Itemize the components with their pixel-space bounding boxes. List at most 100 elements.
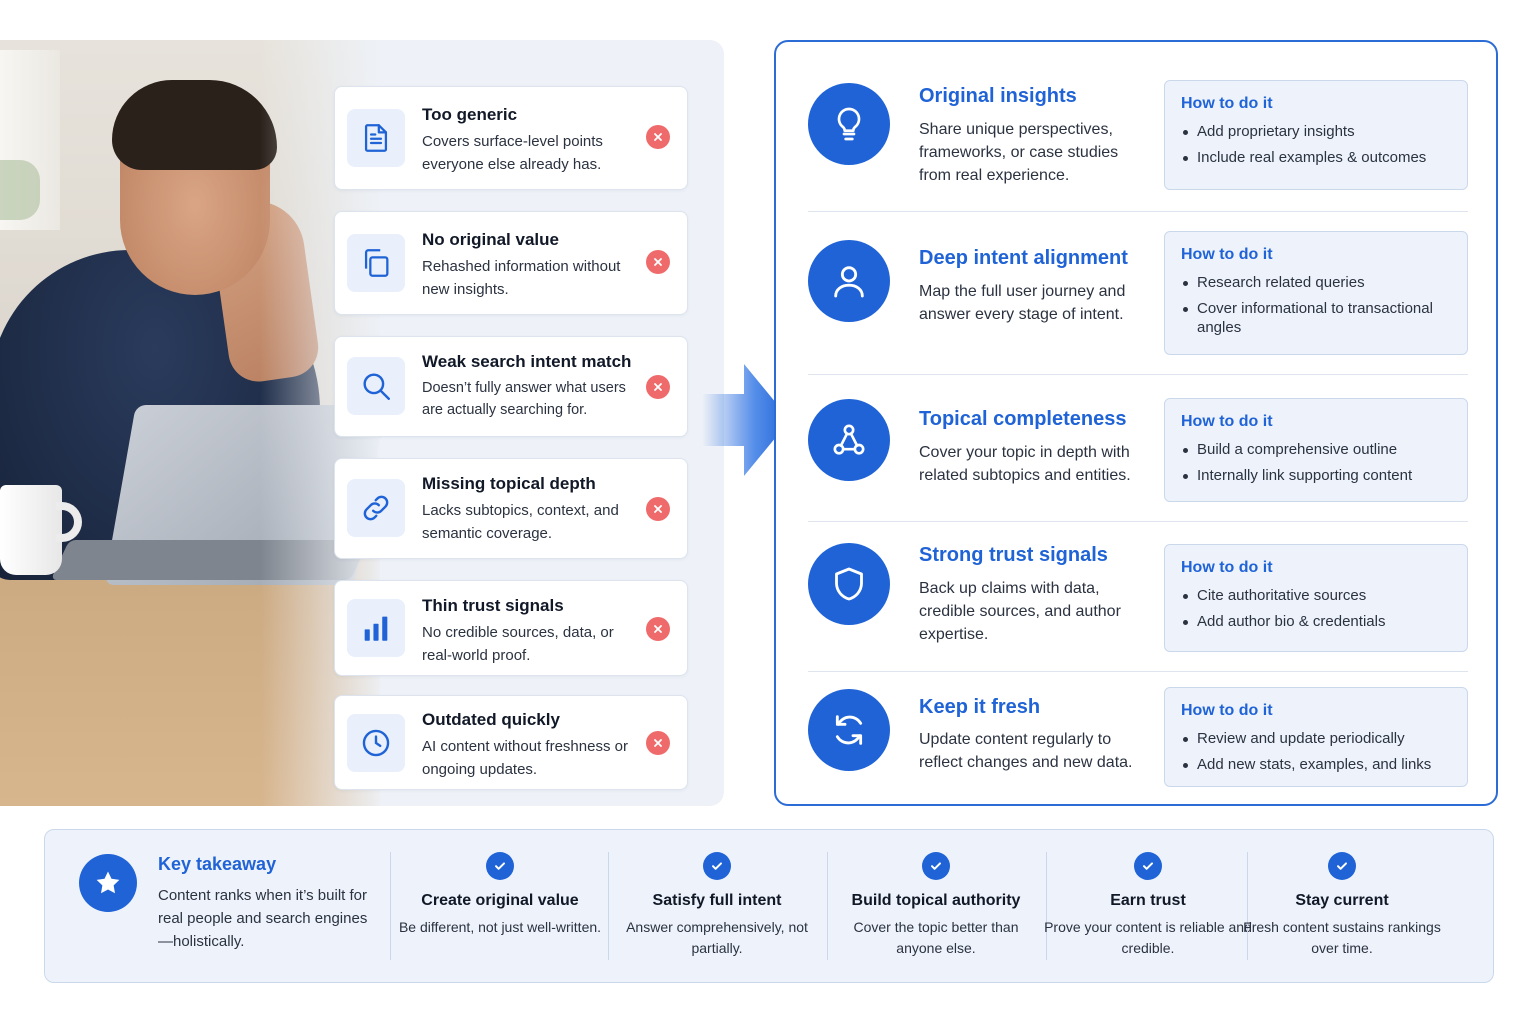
benefit-title: Satisfy full intent: [652, 892, 782, 909]
howto-item: Review and update periodically: [1181, 729, 1451, 748]
benefit-desc: Prove your content is reliable and credi…: [1044, 919, 1252, 956]
problem-title: Weak search intent match: [422, 352, 632, 371]
divider: [808, 521, 1468, 522]
problem-title: No original value: [422, 230, 559, 249]
howto-item: Research related queries: [1181, 273, 1451, 292]
divider: [827, 852, 828, 960]
x-icon: [646, 731, 670, 755]
divider: [1046, 852, 1047, 960]
problem-desc: AI content without freshness or ongoing …: [422, 738, 628, 778]
benefit-satisfy-full-intent: Satisfy full intent Answer comprehensive…: [612, 852, 822, 959]
problem-desc: Doesn’t fully answer what users are actu…: [422, 380, 626, 418]
howto-item: Add proprietary insights: [1181, 122, 1451, 141]
problem-card-too-generic: Too generic Covers surface-level points …: [334, 86, 688, 190]
howto-title: How to do it: [1181, 559, 1273, 576]
solution-desc: Cover your topic in depth with related s…: [919, 444, 1131, 484]
howto-item: Add author bio & credentials: [1181, 612, 1451, 631]
shield-icon: [808, 543, 890, 625]
clock-icon: [347, 714, 405, 772]
howto-box: How to do it Build a comprehensive outli…: [1164, 398, 1468, 502]
link-icon: [347, 479, 405, 537]
howto-box: How to do it Research related queries Co…: [1164, 231, 1468, 355]
benefit-desc: Answer comprehensively, not partially.: [626, 919, 808, 956]
divider: [608, 852, 609, 960]
howto-item: Build a comprehensive outline: [1181, 440, 1451, 459]
solution-desc: Map the full user journey and answer eve…: [919, 283, 1126, 323]
howto-title: How to do it: [1181, 413, 1273, 430]
divider: [808, 211, 1468, 212]
check-icon: [703, 852, 731, 880]
howto-box: How to do it Cite authoritative sources …: [1164, 544, 1468, 652]
problem-title: Missing topical depth: [422, 474, 596, 493]
solution-title: Topical completeness: [919, 408, 1127, 430]
benefit-title: Create original value: [421, 892, 579, 909]
benefit-desc: Fresh content sustains rankings over tim…: [1243, 919, 1441, 956]
check-icon: [486, 852, 514, 880]
problem-desc: Covers surface-level points everyone els…: [422, 133, 603, 173]
howto-item: Cite authoritative sources: [1181, 586, 1451, 605]
benefit-build-topical-authority: Build topical authority Cover the topic …: [831, 852, 1041, 959]
benefit-create-original-value: Create original value Be different, not …: [395, 852, 605, 938]
solution-desc: Share unique perspectives, frameworks, o…: [919, 121, 1119, 184]
x-icon: [646, 617, 670, 641]
problem-card-no-original-value: No original value Rehashed information w…: [334, 211, 688, 315]
problem-desc: No credible sources, data, or real-world…: [422, 624, 614, 664]
benefit-title: Earn trust: [1110, 892, 1186, 909]
network-icon: [808, 399, 890, 481]
solution-desc: Back up claims with data, credible sourc…: [919, 580, 1121, 643]
x-icon: [646, 125, 670, 149]
benefit-desc: Be different, not just well-written.: [398, 919, 602, 935]
benefit-desc: Cover the topic better than anyone else.: [853, 919, 1019, 956]
benefit-earn-trust: Earn trust Prove your content is reliabl…: [1043, 852, 1253, 959]
search-icon: [347, 357, 405, 415]
benefit-title: Stay current: [1295, 892, 1389, 909]
howto-item: Cover informational to transactional ang…: [1181, 299, 1451, 337]
key-takeaway-bar: Key takeaway Content ranks when it’s bui…: [44, 829, 1494, 983]
copy-icon: [347, 234, 405, 292]
takeaway-desc: Content ranks when it’s built for real p…: [158, 887, 368, 950]
arrow-right-icon: [702, 364, 790, 476]
howto-title: How to do it: [1181, 95, 1273, 112]
divider: [808, 374, 1468, 375]
solution-title: Keep it fresh: [919, 696, 1041, 718]
bar-chart-icon: [347, 599, 405, 657]
coffee-mug: [0, 485, 62, 575]
stressed-person-photo: [0, 40, 386, 806]
benefit-title: Build topical authority: [851, 892, 1021, 909]
lightbulb-icon: [808, 83, 890, 165]
solution-title: Deep intent alignment: [919, 247, 1128, 269]
divider: [808, 671, 1468, 672]
solution-title: Strong trust signals: [919, 544, 1108, 566]
x-icon: [646, 250, 670, 274]
howto-box: How to do it Add proprietary insights In…: [1164, 80, 1468, 190]
howto-title: How to do it: [1181, 246, 1273, 263]
x-icon: [646, 375, 670, 399]
user-icon: [808, 240, 890, 322]
problems-panel: Too generic Covers surface-level points …: [0, 40, 724, 806]
document-icon: [347, 109, 405, 167]
problem-card-weak-search-intent: Weak search intent match Doesn’t fully a…: [334, 336, 688, 437]
problem-desc: Lacks subtopics, context, and semantic c…: [422, 502, 619, 542]
howto-item: Internally link supporting content: [1181, 466, 1451, 485]
solution-desc: Update content regularly to reflect chan…: [919, 731, 1133, 771]
divider: [390, 852, 391, 960]
check-icon: [922, 852, 950, 880]
problem-card-outdated-quickly: Outdated quickly AI content without fres…: [334, 695, 688, 790]
solution-title: Original insights: [919, 85, 1077, 107]
benefit-stay-current: Stay current Fresh content sustains rank…: [1237, 852, 1447, 959]
problem-desc: Rehashed information without new insight…: [422, 258, 621, 298]
star-icon: [79, 854, 137, 912]
takeaway-title: Key takeaway: [158, 854, 277, 874]
divider: [1247, 852, 1248, 960]
howto-item: Add new stats, examples, and links: [1181, 755, 1451, 774]
solutions-panel: Original insights Share unique perspecti…: [774, 40, 1498, 806]
problem-card-thin-trust-signals: Thin trust signals No credible sources, …: [334, 580, 688, 676]
check-icon: [1134, 852, 1162, 880]
howto-box: How to do it Review and update periodica…: [1164, 687, 1468, 787]
problem-title: Thin trust signals: [422, 596, 564, 615]
refresh-icon: [808, 689, 890, 771]
x-icon: [646, 497, 670, 521]
howto-item: Include real examples & outcomes: [1181, 148, 1451, 167]
howto-title: How to do it: [1181, 702, 1273, 719]
problem-card-missing-topical-depth: Missing topical depth Lacks subtopics, c…: [334, 458, 688, 559]
